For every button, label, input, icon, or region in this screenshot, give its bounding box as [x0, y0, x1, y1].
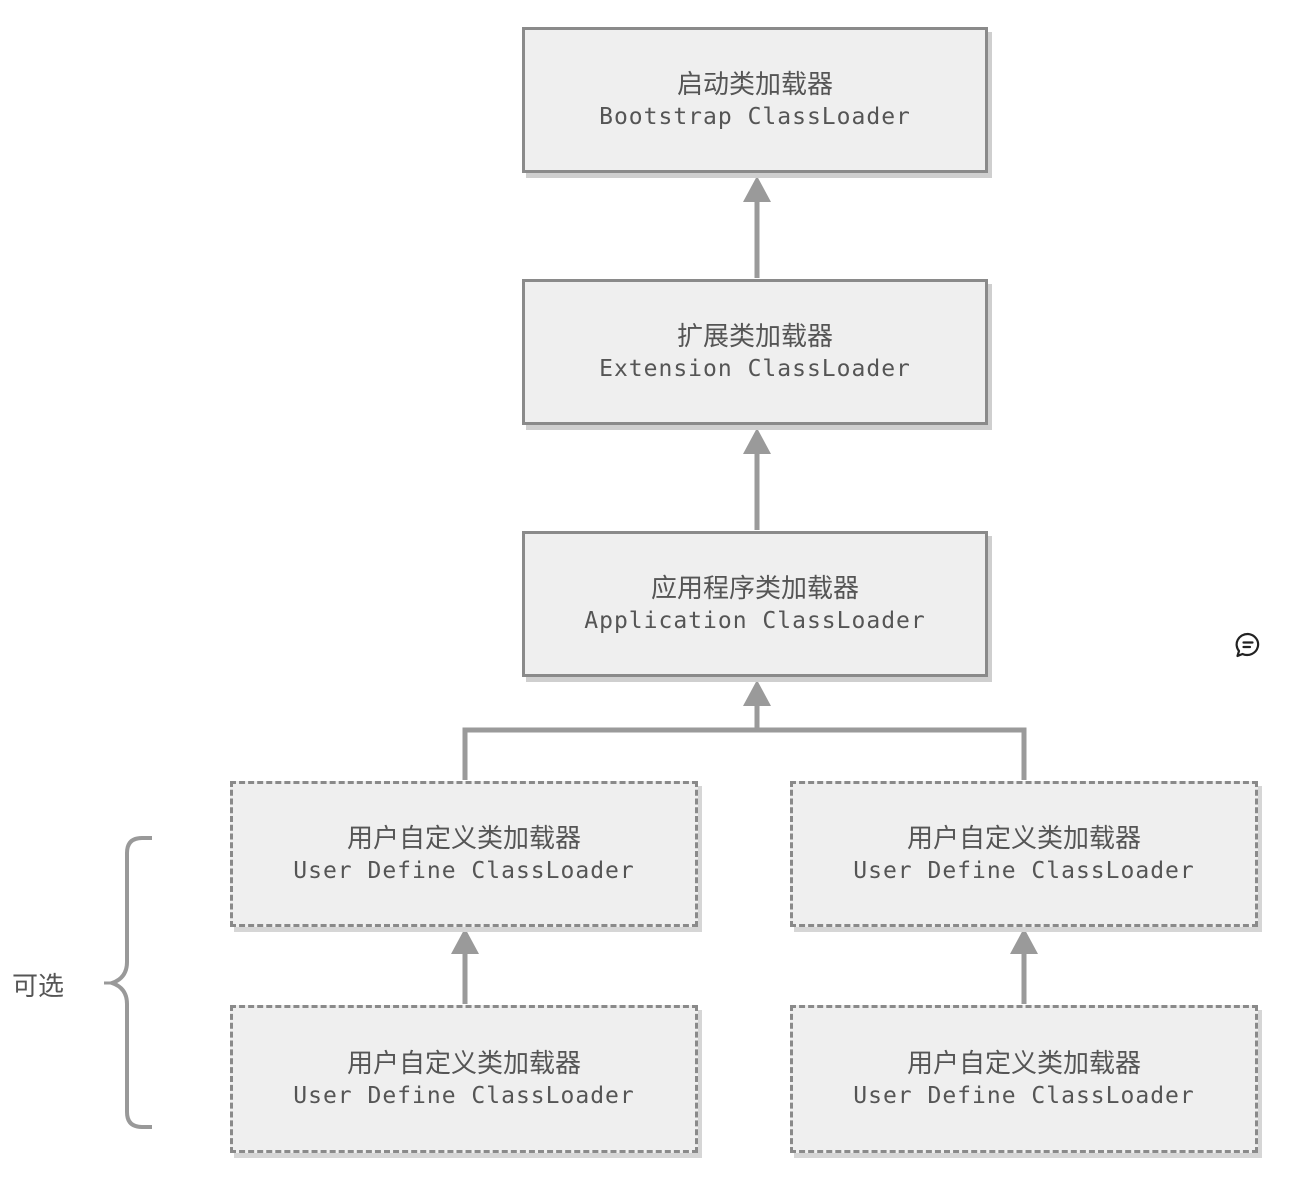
bootstrap-classloader-zh: 启动类加载器	[676, 70, 833, 100]
arrowhead-extension	[743, 428, 771, 454]
user-classloader-box-left-top: 用户自定义类加载器 User Define ClassLoader	[230, 781, 698, 927]
user-classloader-box-right-top: 用户自定义类加载器 User Define ClassLoader	[790, 781, 1258, 927]
user-classloader-en: User Define ClassLoader	[853, 1083, 1195, 1109]
arrowhead-right-user-top	[1010, 928, 1038, 954]
user-classloader-zh: 用户自定义类加载器	[346, 1049, 581, 1079]
user-classloader-box-left-bottom: 用户自定义类加载器 User Define ClassLoader	[230, 1005, 698, 1153]
comment-icon[interactable]	[1234, 631, 1262, 659]
user-classloader-zh: 用户自定义类加载器	[906, 824, 1141, 854]
application-classloader-en: Application ClassLoader	[584, 608, 926, 634]
bootstrap-classloader-box: 启动类加载器 Bootstrap ClassLoader	[522, 27, 988, 173]
user-classloader-en: User Define ClassLoader	[853, 858, 1195, 884]
bootstrap-classloader-en: Bootstrap ClassLoader	[599, 104, 911, 130]
user-classloader-en: User Define ClassLoader	[293, 858, 635, 884]
arrowhead-application	[743, 680, 771, 706]
application-classloader-zh: 应用程序类加载器	[650, 574, 859, 604]
optional-brace	[105, 836, 152, 1129]
arrowhead-bootstrap	[743, 176, 771, 202]
extension-classloader-en: Extension ClassLoader	[599, 356, 911, 382]
application-classloader-box: 应用程序类加载器 Application ClassLoader	[522, 531, 988, 677]
arrowhead-left-user-top	[451, 928, 479, 954]
optional-label: 可选	[12, 972, 65, 1002]
extension-classloader-box: 扩展类加载器 Extension ClassLoader	[522, 279, 988, 425]
user-classloader-box-right-bottom: 用户自定义类加载器 User Define ClassLoader	[790, 1005, 1258, 1153]
connector-user-loaders-to-application	[462, 727, 1027, 780]
extension-classloader-zh: 扩展类加载器	[676, 322, 833, 352]
user-classloader-en: User Define ClassLoader	[293, 1083, 635, 1109]
user-classloader-zh: 用户自定义类加载器	[346, 824, 581, 854]
user-classloader-zh: 用户自定义类加载器	[906, 1049, 1141, 1079]
